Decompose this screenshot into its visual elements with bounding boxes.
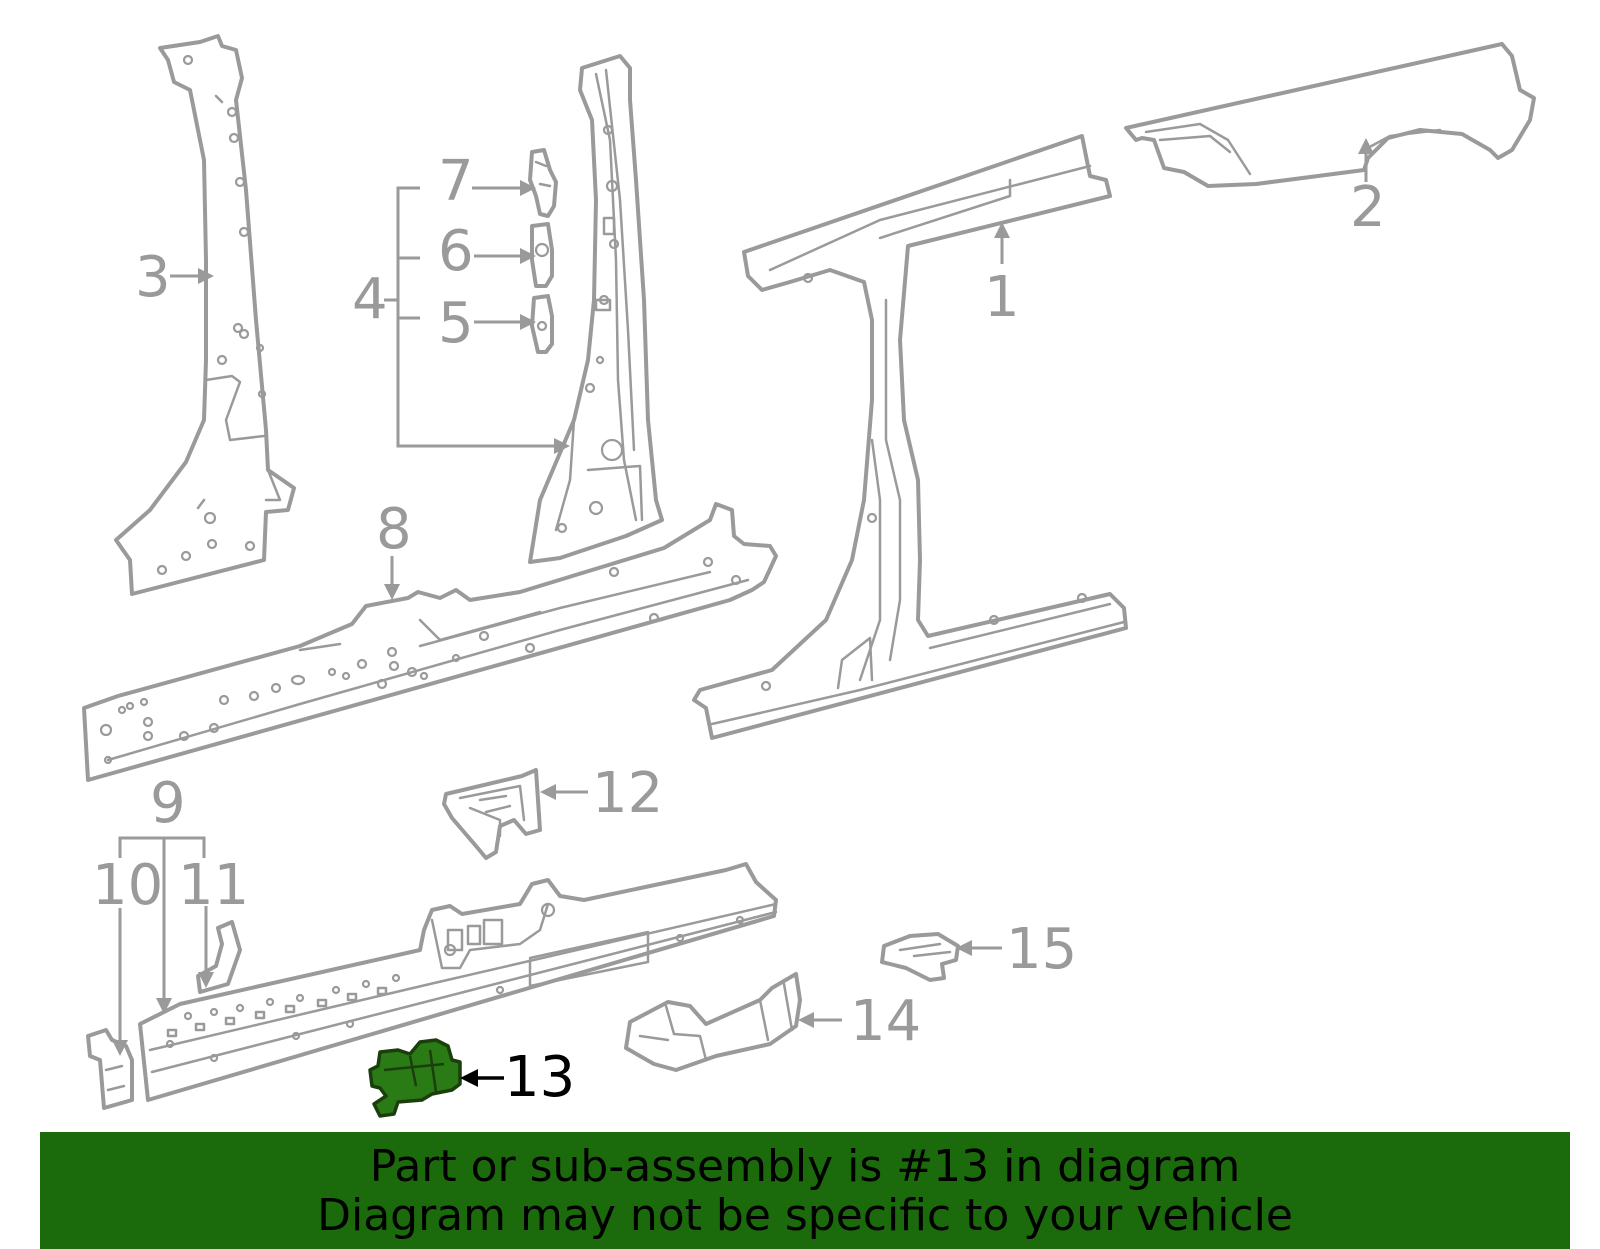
arrow-4 [554,438,570,454]
callout-14[interactable]: 14 [850,989,921,1054]
arrow-2 [1358,138,1374,154]
arrow-8 [384,584,400,600]
part-4-center-pillar[interactable] [528,54,664,564]
arrow-13 [460,1069,478,1087]
callout-6[interactable]: 6 [438,219,474,284]
callout-15[interactable]: 15 [1006,917,1077,982]
arrow-3 [198,268,214,284]
callout-1[interactable]: 1 [984,265,1020,330]
part-7-bracket[interactable] [528,148,558,218]
part-9-rocker-inner[interactable] [138,862,778,1102]
bracket-4 [384,186,560,448]
arrow-10 [112,1040,128,1056]
part-3-pillar-panel[interactable] [114,34,296,596]
bracket-9 [118,836,208,1048]
part-14-bracket[interactable] [624,972,802,1072]
part-6-bracket[interactable] [530,222,554,288]
info-banner: Part or sub-assembly is #13 in diagram D… [40,1132,1570,1249]
callout-9[interactable]: 9 [150,771,186,836]
part-5-bracket[interactable] [530,294,554,354]
callout-3[interactable]: 3 [135,245,171,310]
part-2-quarter-panel[interactable] [1124,42,1536,188]
part-1-side-panel[interactable] [692,134,1128,740]
callout-4[interactable]: 4 [352,267,388,332]
callout-13[interactable]: 13 [504,1045,575,1110]
arrow-1 [994,222,1010,238]
callout-12[interactable]: 12 [592,761,663,826]
callout-5[interactable]: 5 [438,291,474,356]
callout-8[interactable]: 8 [376,497,412,562]
callout-10[interactable]: 10 [92,853,163,918]
arrow-6 [520,248,536,264]
part-8-rocker-outer[interactable] [82,502,778,782]
banner-line-1: Part or sub-assembly is #13 in diagram [369,1141,1241,1192]
banner-line-2: Diagram may not be specific to your vehi… [317,1190,1293,1241]
part-12-bracket[interactable] [442,768,542,860]
arrow-15 [956,940,972,956]
arrow-9 [156,998,172,1014]
arrow-5 [520,314,536,330]
part-13-highlighted[interactable] [368,1038,462,1118]
callout-11[interactable]: 11 [178,853,249,918]
callout-7[interactable]: 7 [438,149,474,214]
part-15-bracket[interactable] [880,932,960,982]
arrow-7 [520,180,536,196]
arrow-12 [540,784,556,800]
arrow-14 [798,1012,814,1028]
callout-2[interactable]: 2 [1350,175,1386,240]
arrow-11 [198,972,214,988]
